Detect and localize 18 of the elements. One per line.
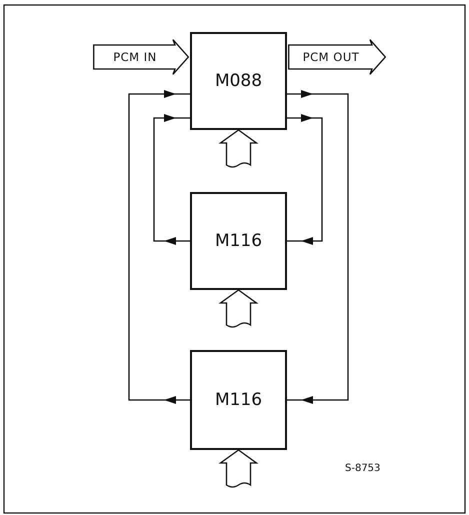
chip-label: M116 [214, 231, 262, 251]
chip-label: M088 [214, 71, 262, 91]
signal-label: PCM IN [113, 50, 157, 64]
figure-code: S-8753 [345, 463, 380, 474]
chip-block [190, 350, 287, 450]
signal-line [153, 114, 190, 245]
signal-label: PCM OUT [302, 50, 360, 64]
bus-arrow [220, 449, 258, 488]
chip-block [190, 32, 287, 130]
signal-arrow [93, 39, 189, 75]
bus-arrow [220, 129, 258, 168]
signal-line [128, 90, 190, 404]
bus-arrow [220, 289, 258, 328]
signal-arrow [288, 39, 386, 75]
chip-block [190, 192, 287, 290]
signal-line [287, 114, 323, 245]
signal-line [287, 90, 349, 404]
chip-label: M116 [214, 390, 262, 410]
